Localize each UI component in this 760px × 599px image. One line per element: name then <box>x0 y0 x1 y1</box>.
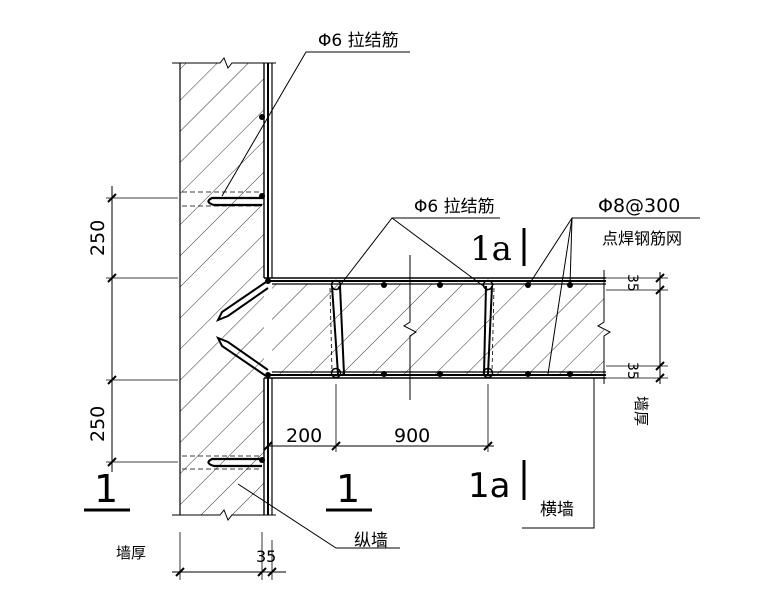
dim-cover-bottom: 35 <box>624 362 640 380</box>
transverse-wall <box>264 255 611 400</box>
section-marks <box>84 228 526 512</box>
wall-thickness-label-right: 墙厚 <box>632 396 650 426</box>
wall-thickness-label-left: 墙厚 <box>116 544 146 562</box>
leader-lines <box>221 51 700 549</box>
section-mark-bottom: 1a <box>468 466 510 506</box>
longitudinal-wall-label: 纵墙 <box>354 531 388 551</box>
longitudinal-wall <box>172 57 276 521</box>
mesh-name-label: 点焊钢筋网 <box>602 229 682 248</box>
dimension-lines <box>106 186 668 580</box>
dim-offset: 200 <box>286 425 322 447</box>
dim-cover-top: 35 <box>624 274 640 292</box>
dim-cover-wall: 35 <box>256 547 276 566</box>
rebar-mesh <box>182 63 606 515</box>
section-mark-top: 1a <box>470 229 512 269</box>
tie-bar-label-mid: Φ6 拉结筋 <box>414 197 495 217</box>
dim-upper-spacing: 250 <box>87 220 109 256</box>
dim-length: 900 <box>394 425 430 447</box>
section-1-mid: 1 <box>336 467 360 511</box>
section-1-left: 1 <box>94 467 118 511</box>
mesh-spec-label: Φ8@300 <box>598 195 680 217</box>
transverse-wall-label: 横墙 <box>540 500 574 520</box>
tie-bar-label-upper: Φ6 拉结筋 <box>318 31 399 51</box>
labels: Φ6 拉结筋 Φ6 拉结筋 Φ8@300 点焊钢筋网 1a 1a 1 1 纵墙 … <box>87 31 682 566</box>
dim-lower-spacing: 250 <box>87 406 109 442</box>
